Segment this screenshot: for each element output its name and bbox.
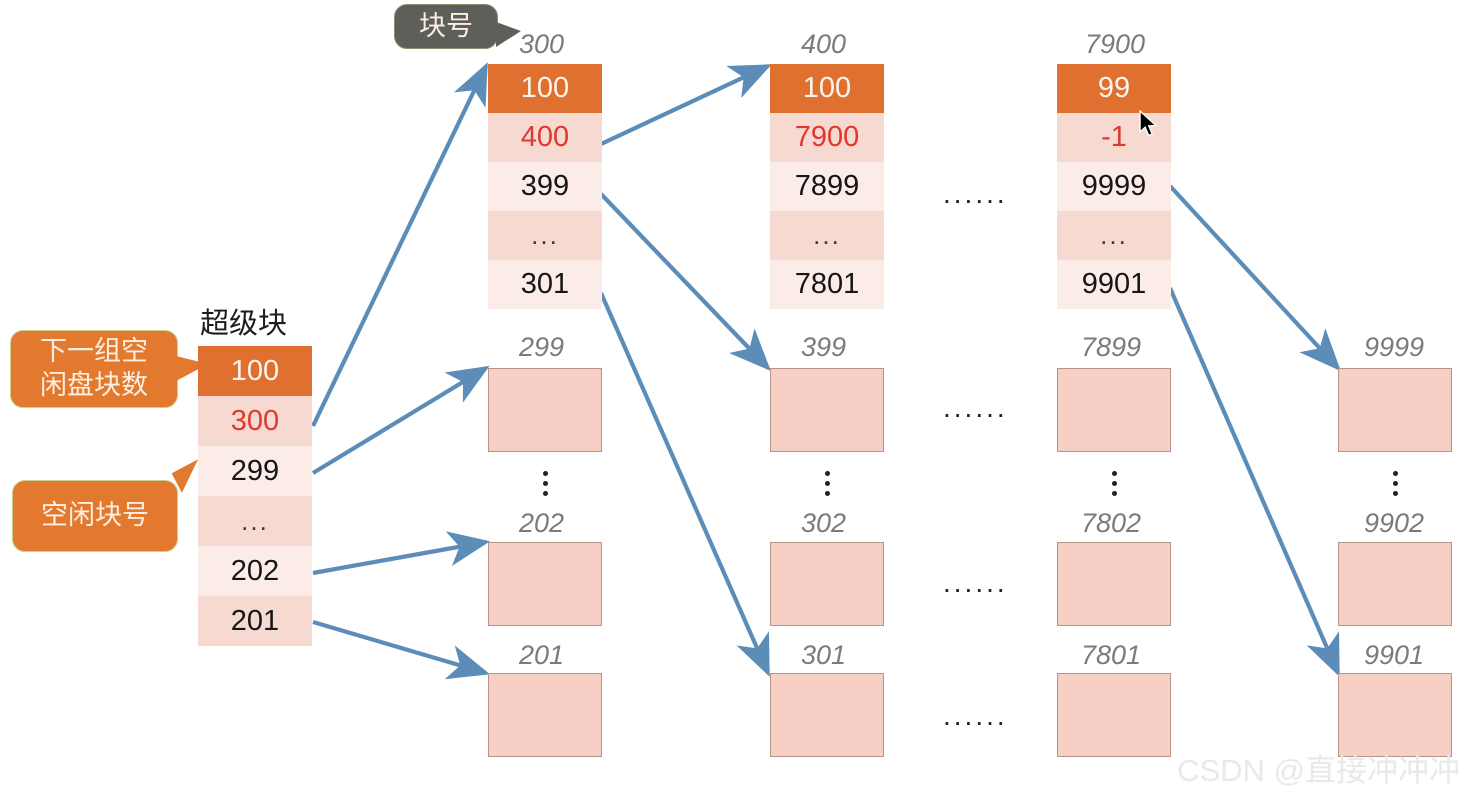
index-block-1-cell-0[interactable]: 100 [770,64,884,113]
free-block-c2-r0[interactable] [1057,368,1171,452]
index-block-0-cell-0[interactable]: 100 [488,64,602,113]
callout-block-number-label: 块号 [419,10,473,41]
index-block-2-label: 7900 [1085,29,1146,59]
index-block-2-cell-2[interactable]: 9999 [1057,162,1171,211]
index-block-1-table: 100 7900 7899 ... 7801 [770,64,884,309]
index-block-2-cell-4[interactable]: 9901 [1057,260,1171,309]
free-block-c3-r2[interactable] [1338,673,1452,757]
index-block-0-table: 100 400 399 ... 301 [488,64,602,309]
watermark: CSDN @直接冲冲冲 [1177,753,1460,788]
index-block-0-cell-4[interactable]: 301 [488,260,602,309]
free-block-c2-r2-label: 7801 [1081,640,1142,670]
free-block-c0-r0-label: 299 [519,332,565,362]
index-block-2-table: 99 -1 9999 ... 9901 [1057,64,1171,309]
index-block-1-cell-2[interactable]: 7899 [770,162,884,211]
index-block-1-cell-3[interactable]: ... [770,211,884,260]
superblock-cell-3[interactable]: ... [198,496,312,546]
superblock-cell-2[interactable]: 299 [198,446,312,496]
mouse-cursor [1139,110,1158,137]
free-block-c1-r0[interactable] [770,368,884,452]
free-block-c2-r1-label: 7802 [1081,508,1142,538]
free-block-c3-r0-label: 9999 [1364,332,1425,362]
free-block-c1-r1[interactable] [770,542,884,626]
free-block-c0-r2[interactable] [488,673,602,757]
index-block-2-cell-3[interactable]: ... [1057,211,1171,260]
vertical-ellipsis-c0-0 [538,466,552,501]
vertical-ellipsis-c2-0 [1107,466,1121,501]
index-block-1-cell-1[interactable]: 7900 [770,113,884,162]
free-block-c3-r1[interactable] [1338,542,1452,626]
index-block-2-cell-0[interactable]: 99 [1057,64,1171,113]
free-block-c0-r1-label: 202 [519,508,565,538]
superblock-title: 超级块 [200,308,288,340]
free-block-c1-r0-label: 399 [801,332,847,362]
index-block-0-cell-3[interactable]: ... [488,211,602,260]
callout-block-number-tail [496,22,521,47]
free-block-c3-r2-label: 9901 [1364,640,1425,670]
free-block-c1-r2-label: 301 [801,640,847,670]
superblock-cell-0[interactable]: 100 [198,346,312,396]
callout-free-block-number: 空闲块号 [12,480,178,552]
index-block-0-label: 300 [519,29,565,59]
index-block-0-cell-2[interactable]: 399 [488,162,602,211]
vertical-ellipsis-c3-0 [1388,466,1402,501]
free-block-c3-r1-label: 9902 [1364,508,1425,538]
ellipsis-row-1: ...... [943,392,1008,423]
free-block-c0-r1[interactable] [488,542,602,626]
free-block-c3-r0[interactable] [1338,368,1452,452]
callout-free-block-number-label: 空闲块号 [41,500,149,531]
callout-block-number: 块号 [394,4,498,49]
ellipsis-row-0: ...... [943,178,1008,209]
index-block-0-cell-1[interactable]: 400 [488,113,602,162]
callout-next-group-count-label: 下一组空闲盘块数 [40,336,148,400]
superblock-cell-1[interactable]: 300 [198,396,312,446]
vertical-ellipsis-c1-0 [820,466,834,501]
index-block-2-cell-1[interactable]: -1 [1057,113,1171,162]
superblock-cell-5[interactable]: 201 [198,596,312,646]
free-block-c1-r2[interactable] [770,673,884,757]
callout-next-group-count: 下一组空闲盘块数 [10,330,178,408]
free-block-c2-r1[interactable] [1057,542,1171,626]
ellipsis-row-2: ...... [943,567,1008,598]
index-block-1-cell-4[interactable]: 7801 [770,260,884,309]
index-block-1-label: 400 [801,29,847,59]
free-block-c1-r1-label: 302 [801,508,847,538]
free-block-c2-r0-label: 7899 [1081,332,1142,362]
ellipsis-row-3: ...... [943,700,1008,731]
superblock-cell-4[interactable]: 202 [198,546,312,596]
free-block-c2-r2[interactable] [1057,673,1171,757]
free-block-c0-r2-label: 201 [519,640,565,670]
superblock-table: 100 300 299 ... 202 201 [198,346,312,646]
free-block-c0-r0[interactable] [488,368,602,452]
